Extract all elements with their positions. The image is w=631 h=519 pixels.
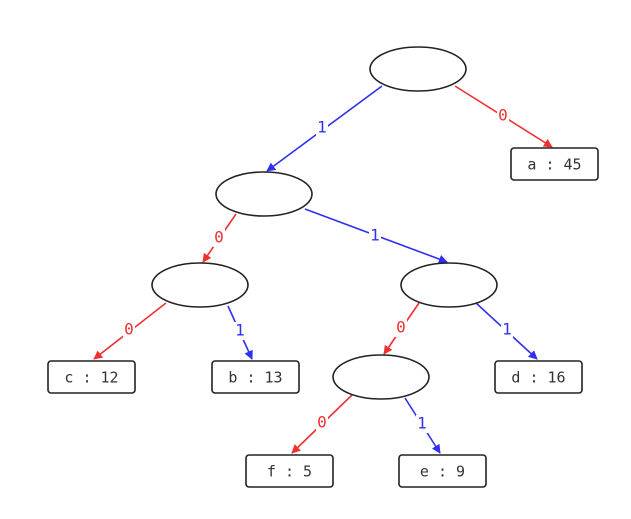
leaf-d: d : 16 bbox=[494, 360, 583, 394]
leaf-b: b : 13 bbox=[211, 360, 300, 394]
edges-layer: 0 1 0 1 0 1 0 1 0 1 bbox=[93, 85, 553, 454]
edge-left-to-leftright-label: 1 bbox=[370, 226, 380, 245]
leaf-c: c : 12 bbox=[47, 360, 136, 394]
edge-left-to-leftleft-label-bg bbox=[213, 229, 225, 247]
internal-node-left-right-left bbox=[332, 354, 430, 400]
internal-node-left-right bbox=[400, 262, 498, 308]
edge-lr-to-lrl-label: 0 bbox=[396, 318, 406, 337]
edge-root-to-left-label: 1 bbox=[317, 118, 327, 137]
edge-ll-to-c-label: 0 bbox=[124, 320, 134, 339]
leaf-a-label: a : 45 bbox=[527, 156, 581, 174]
edge-lrl-to-e-label-bg bbox=[416, 415, 428, 433]
edge-ll-to-c-label-bg bbox=[123, 321, 135, 339]
edge-lr-to-lrl-label-bg bbox=[395, 319, 407, 337]
leaf-f: f : 5 bbox=[245, 454, 334, 488]
leaf-c-label: c : 12 bbox=[64, 369, 118, 387]
edge-lr-to-d-label: 1 bbox=[502, 320, 512, 339]
edge-lr-to-d-label-bg bbox=[501, 321, 513, 339]
leaf-f-label: f : 5 bbox=[267, 463, 312, 481]
edge-ll-to-b-label-bg bbox=[234, 322, 246, 340]
edge-lrl-to-f-label-bg bbox=[316, 414, 328, 432]
edge-root-to-a-label: 0 bbox=[498, 106, 508, 125]
internal-node-left bbox=[215, 171, 313, 217]
leaf-b-label: b : 13 bbox=[228, 369, 282, 387]
edge-lrl-to-f-label: 0 bbox=[317, 413, 327, 432]
edge-ll-to-b-label: 1 bbox=[235, 321, 245, 340]
leaf-d-label: d : 16 bbox=[511, 369, 565, 387]
leaves-layer: a : 45 c : 12 b : 13 d : 16 f : 5 e : 9 bbox=[47, 147, 599, 488]
edge-lrl-to-e-label: 1 bbox=[417, 414, 427, 433]
internal-node-left-left bbox=[151, 262, 249, 308]
edge-left-to-leftleft-label: 0 bbox=[214, 228, 224, 247]
nodes-layer bbox=[151, 46, 498, 400]
edge-root-to-a-label-bg bbox=[497, 107, 509, 125]
leaf-e: e : 9 bbox=[398, 454, 487, 488]
root-node bbox=[369, 46, 467, 92]
leaf-a: a : 45 bbox=[510, 147, 599, 181]
edge-root-to-left-label-bg bbox=[316, 119, 328, 137]
edge-left-to-leftright-label-bg bbox=[369, 227, 381, 245]
leaf-e-label: e : 9 bbox=[420, 463, 465, 481]
